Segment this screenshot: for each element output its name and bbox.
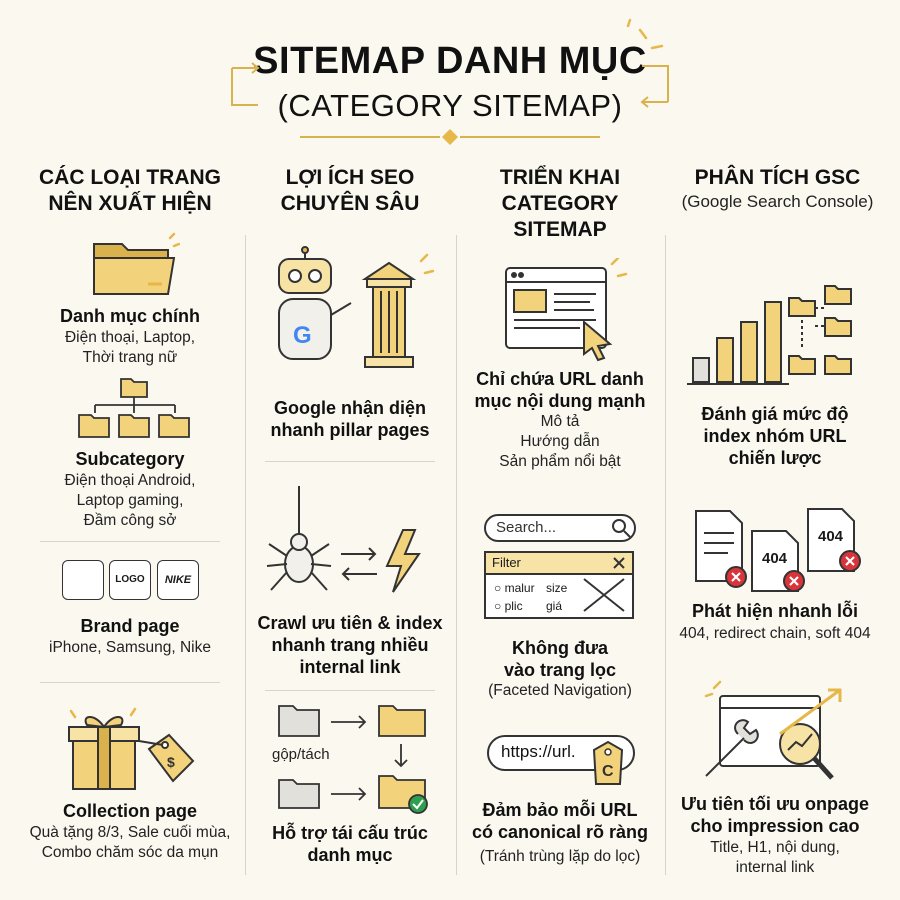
spider-crawl-icon	[266, 486, 421, 593]
error-code-404: 404	[818, 528, 844, 545]
filter-option[interactable]: size	[546, 581, 568, 595]
folder-tree-icon	[78, 378, 190, 438]
collection-page-label: Collection page	[62, 801, 197, 821]
folder-icon	[93, 232, 180, 295]
filter-title: Filter	[486, 553, 632, 575]
divider	[456, 235, 457, 875]
error-detect-label: Phát hiện nhanh lỗi	[692, 601, 858, 621]
search-icon[interactable]	[606, 514, 636, 542]
wrench-magnifier-icon	[704, 680, 842, 780]
svg-text:C: C	[602, 763, 614, 780]
main-category-desc: Điện thoại, Laptop,Thời trang nữ	[64, 329, 196, 366]
filter-option[interactable]: ○ malur	[494, 581, 535, 595]
divider	[665, 235, 666, 875]
robot-pillar-icon: G	[278, 246, 435, 368]
error-pages-icon	[695, 508, 861, 592]
filter-option[interactable]: ○ plic	[494, 599, 523, 613]
canonical-desc: (Tránh trùng lặp do lọc)	[479, 848, 641, 865]
subcategory-label: Subcategory	[75, 449, 185, 469]
search-input[interactable]: Search...	[484, 514, 636, 542]
divider	[40, 682, 220, 683]
nike-logo-icon: NIKE	[157, 560, 199, 600]
canonical-tag-icon: C	[592, 740, 624, 785]
gift-icon: $	[68, 707, 195, 790]
divider	[245, 235, 246, 875]
close-icon[interactable]	[610, 555, 628, 571]
page-subtitle: (CATEGORY SITEMAP)	[277, 88, 623, 123]
col4-heading: PHÂN TÍCH GSC(Google Search Console)	[681, 166, 874, 211]
brand-page-desc: iPhone, Samsung, Nike	[49, 639, 211, 656]
merge-split-caption: gộp/tách	[272, 746, 330, 763]
faceted-desc: (Faceted Navigation)	[488, 682, 632, 699]
logo-placeholder: LOGO	[109, 560, 151, 600]
subcategory-desc: Điện thoại Android,Laptop gaming,Đầm côn…	[64, 472, 196, 529]
error-detect-desc: 404, redirect chain, soft 404	[679, 625, 871, 642]
brand-page-label: Brand page	[80, 616, 180, 636]
cross-out-icon	[583, 578, 625, 612]
onpage-desc: Title, H1, nội dung,internal link	[710, 839, 840, 876]
apple-logo-icon	[62, 560, 104, 600]
divider	[40, 541, 220, 542]
filter-panel: Filter ○ malur ○ plic size giá	[484, 551, 634, 619]
collection-page-desc: Quà tặng 8/3, Sale cuối mùa,Combo chăm s…	[29, 824, 231, 861]
browser-cursor-icon	[505, 258, 628, 362]
divider	[265, 690, 435, 691]
title-decoration	[231, 18, 669, 145]
filter-option[interactable]: giá	[546, 599, 563, 613]
svg-text:G: G	[293, 322, 312, 349]
error-code-404: 404	[762, 550, 788, 567]
page-title: SITEMAP DANH MỤC	[253, 40, 647, 82]
bar-chart-folders-icon	[687, 285, 852, 385]
divider	[265, 461, 435, 462]
svg-text:$: $	[167, 754, 175, 770]
restructure-folders-icon	[278, 705, 428, 814]
main-category-label: Danh mục chính	[59, 306, 200, 326]
